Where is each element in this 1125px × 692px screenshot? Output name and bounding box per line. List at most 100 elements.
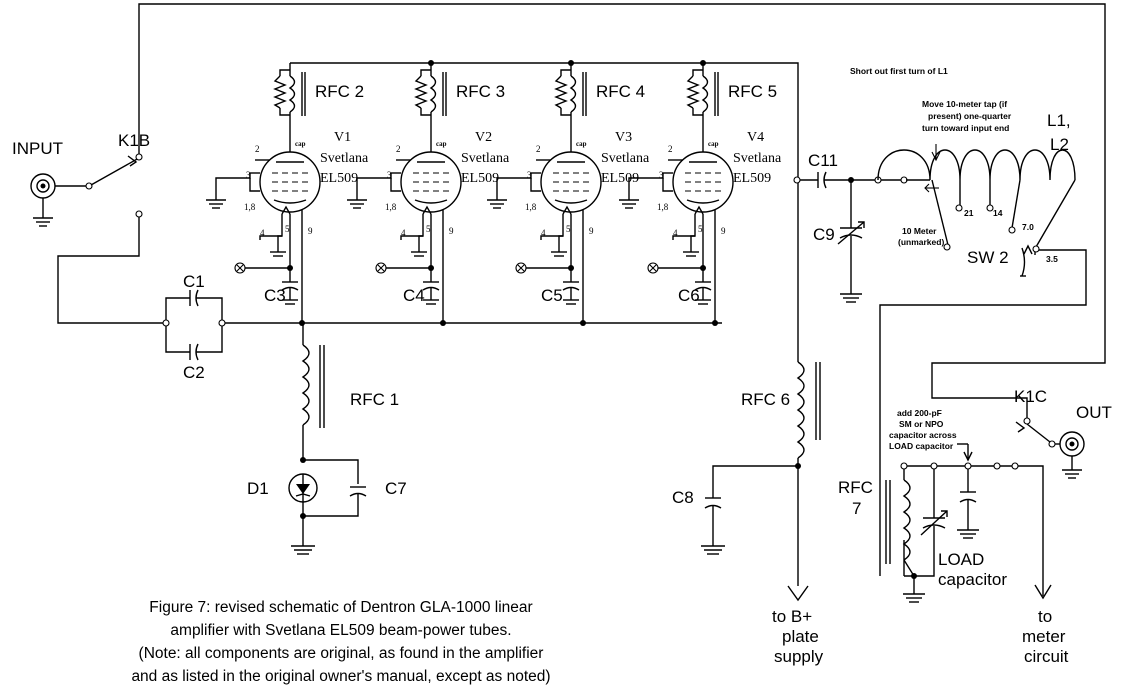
- caption-line-1: Figure 7: revised schematic of Dentron G…: [149, 599, 532, 616]
- pin-number: 2: [668, 144, 673, 154]
- tap-35-label: 3.5: [1046, 254, 1058, 264]
- pin-number: 4: [260, 228, 265, 238]
- tube-envelope: [259, 151, 321, 213]
- rfc1-d1-network: [288, 323, 367, 555]
- c8-label: C8: [672, 488, 694, 507]
- rfc-label: RFC 3: [456, 82, 505, 101]
- bplus-label-line1: to B+: [772, 607, 812, 626]
- figure-caption: Figure 7: revised schematic of Dentron G…: [131, 599, 550, 685]
- cap-label: cap: [295, 140, 306, 148]
- tube-maker: Svetlana: [601, 151, 650, 166]
- pin-number: 5: [285, 224, 290, 234]
- caption-line-2: amplifier with Svetlana EL509 beam-power…: [170, 622, 511, 639]
- tube-name: V4: [747, 130, 764, 145]
- l1-label-line1: L1,: [1047, 111, 1071, 130]
- c1-c2-capacitors: [162, 289, 722, 361]
- pin-number: 3: [659, 170, 664, 180]
- c9-label: C9: [813, 225, 835, 244]
- note-add-line1: add 200-pF: [897, 408, 942, 418]
- tube-envelope: [540, 151, 602, 213]
- c11-label: C11: [808, 151, 838, 170]
- tube-name: V3: [615, 130, 632, 145]
- pin-number: 3: [246, 170, 251, 180]
- c7-label: C7: [385, 479, 407, 498]
- tube-envelope: [400, 151, 462, 213]
- input-label: INPUT: [12, 139, 63, 158]
- c3-label: C3: [264, 286, 286, 305]
- tube-name: V2: [475, 130, 492, 145]
- rfc-label: RFC 4: [596, 82, 645, 101]
- sw2-label: SW 2: [967, 248, 1009, 267]
- tap-10-label-line1: 10 Meter: [902, 226, 937, 236]
- cap-label: cap: [436, 140, 447, 148]
- rfc-label: RFC 5: [728, 82, 777, 101]
- pin-number: 1,8: [657, 202, 669, 212]
- note-add-line2: SM or NPO: [899, 419, 944, 429]
- input-connector: [30, 173, 86, 227]
- rfc7-label-line1: RFC: [838, 478, 873, 497]
- relay-wiring: [57, 3, 1106, 576]
- rfc6-label: RFC 6: [741, 390, 790, 409]
- tap-14-label: 14: [993, 208, 1003, 218]
- out-label: OUT: [1076, 403, 1112, 422]
- rfc7-label-line2: 7: [852, 499, 861, 518]
- tap-21-label: 21: [964, 208, 974, 218]
- pin-number: 9: [721, 226, 726, 236]
- pin-number: 5: [698, 224, 703, 234]
- pin-number: 2: [536, 144, 541, 154]
- c5-label: C5: [541, 286, 563, 305]
- meter-label-line3: circuit: [1024, 647, 1069, 666]
- d1-label: D1: [247, 479, 269, 498]
- rfc1-label: RFC 1: [350, 390, 399, 409]
- rfc-coil: [686, 75, 700, 109]
- tube-type: EL509: [733, 171, 771, 186]
- pin-number: 9: [589, 226, 594, 236]
- plate-bus: [290, 60, 799, 362]
- pin-number: 5: [426, 224, 431, 234]
- cap-label: cap: [708, 140, 719, 148]
- k1b-label: K1B: [118, 131, 150, 150]
- pin-number: 3: [387, 170, 392, 180]
- pin-number: 1,8: [525, 202, 537, 212]
- caption-line-4: and as listed in the original owner's ma…: [131, 668, 550, 685]
- tube-type: EL509: [320, 171, 358, 186]
- note-move-line2: present) one-quarter: [928, 111, 1012, 121]
- pin-number: 2: [396, 144, 401, 154]
- cap-label: cap: [576, 140, 587, 148]
- note-short-turn: Short out first turn of L1: [850, 66, 948, 76]
- load-label-line2: capacitor: [938, 570, 1007, 589]
- pin-number: 4: [673, 228, 678, 238]
- pin-number: 5: [566, 224, 571, 234]
- pin-number: 3: [527, 170, 532, 180]
- pin-number: 1,8: [244, 202, 256, 212]
- pin-number: 9: [308, 226, 313, 236]
- meter-label-line1: to: [1038, 607, 1052, 626]
- note-add-line3: capacitor across: [889, 430, 957, 440]
- k1c-label: K1C: [1014, 387, 1047, 406]
- pin-number: 9: [449, 226, 454, 236]
- l1-label-line2: L2: [1050, 135, 1069, 154]
- tap-7-label: 7.0: [1022, 222, 1034, 232]
- rfc-label: RFC 2: [315, 82, 364, 101]
- tube-maker: Svetlana: [320, 151, 369, 166]
- output-coupling: [793, 171, 877, 303]
- labels: INPUT K1B C1 C2 RFC 1 D1 C7 C3 C4 C5 C6 …: [12, 66, 1112, 666]
- tube-maker: Svetlana: [461, 151, 510, 166]
- note-move-line3: turn toward input end: [922, 123, 1009, 133]
- relay-k1b: [85, 153, 143, 218]
- c4-label: C4: [403, 286, 425, 305]
- note-add-line4: LOAD capacitor: [889, 441, 954, 451]
- tube-type: EL509: [461, 171, 499, 186]
- c2-label: C2: [183, 363, 205, 382]
- tank-coil-l1: [874, 144, 1076, 277]
- tube-envelope: [672, 151, 734, 213]
- pin-number: 2: [255, 144, 260, 154]
- pin-number: 1,8: [385, 202, 397, 212]
- c1-label: C1: [183, 272, 205, 291]
- load-network: [885, 443, 1052, 603]
